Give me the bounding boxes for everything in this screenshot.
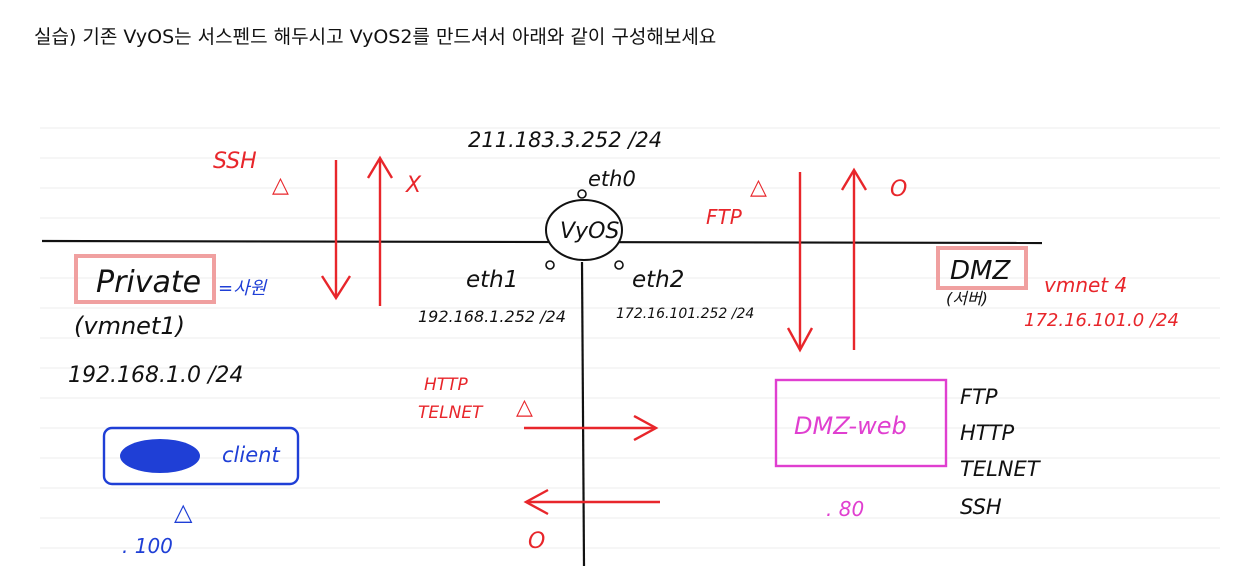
eth2-label: eth2 [632, 267, 684, 293]
client-box [102, 426, 300, 486]
client-triangle-mark: △ [174, 498, 193, 526]
port-eth2 [614, 260, 624, 270]
allow-mark: O [890, 177, 907, 202]
private-label: Private [96, 265, 201, 300]
deny-mark: X [405, 173, 422, 198]
client-scribble-icon [120, 439, 200, 473]
dmz-web-label: DMZ-web [794, 412, 907, 440]
dmz-web-host: . 80 [826, 497, 864, 521]
service-telnet: TELNET [960, 457, 1042, 481]
private-network: Private =사원 (vmnet1) 192.168.1.0 /24 [68, 254, 268, 388]
ftp-down-arrowhead [786, 327, 814, 353]
dmz-box [936, 246, 1028, 290]
wan-ip: 211.183.3.252 /24 [468, 128, 662, 152]
inner-triangle-mark: △ [516, 395, 533, 420]
ssh-triangle-mark: △ [272, 173, 289, 198]
reply-arrowhead [523, 488, 549, 516]
ftp-up-arrowhead [840, 167, 868, 191]
wan-rule-ssh: SSH △ X [213, 149, 422, 306]
request-arrowhead [633, 414, 659, 442]
http-label: HTTP [424, 375, 469, 395]
ssh-up-arrowhead [366, 155, 394, 179]
client-host: client △ . 100 [102, 426, 300, 558]
private-box [74, 254, 216, 304]
wan-line [41, 239, 1043, 245]
dmz-web-server: DMZ-web . 80 FTP HTTP TELNET SSH [774, 378, 1042, 521]
dmz-vmnet: vmnet 4 [1044, 273, 1127, 297]
ssh-label: SSH [213, 149, 257, 174]
dmz-label: DMZ [950, 256, 1011, 286]
service-ssh: SSH [960, 495, 1002, 519]
port-eth1 [545, 260, 555, 270]
eth1-ip: 192.168.1.252 /24 [418, 307, 566, 326]
return-mark: O [528, 529, 545, 554]
dmz-network: DMZ (서버) vmnet 4 172.16.101.0 /24 [936, 246, 1179, 331]
ftp-triangle-mark: △ [750, 175, 767, 200]
service-ftp: FTP [960, 385, 998, 409]
client-host-number: . 100 [122, 534, 173, 558]
dmz-sub: (서버) [946, 289, 988, 308]
page-title: 실습) 기존 VyOS는 서스펜드 해두시고 VyOS2를 만드셔서 아래와 같… [34, 26, 717, 48]
router-circle [545, 199, 623, 261]
private-note: =사원 [218, 278, 268, 299]
ftp-label: FTP [706, 205, 743, 229]
private-vmnet: (vmnet1) [74, 312, 185, 340]
dmz-web-box [774, 378, 948, 468]
eth2-ip: 172.16.101.252 /24 [616, 306, 754, 322]
inner-vertical-line [580, 261, 586, 567]
client-label: client [222, 443, 280, 467]
port-eth0 [577, 189, 587, 199]
telnet-label: TELNET [418, 403, 484, 423]
wan-rule-ftp: △ FTP O [706, 167, 907, 353]
dmz-subnet: 172.16.101.0 /24 [1024, 310, 1179, 331]
inner-rules: HTTP TELNET △ O [418, 375, 660, 554]
ssh-down-arrowhead [320, 275, 352, 301]
eth0-label: eth0 [588, 167, 636, 191]
router: VyOS 211.183.3.252 /24 eth0 eth1 eth2 19… [418, 128, 754, 326]
router-label: VyOS [560, 219, 619, 244]
eth1-label: eth1 [466, 267, 518, 293]
private-subnet: 192.168.1.0 /24 [68, 363, 243, 388]
service-http: HTTP [960, 421, 1014, 445]
